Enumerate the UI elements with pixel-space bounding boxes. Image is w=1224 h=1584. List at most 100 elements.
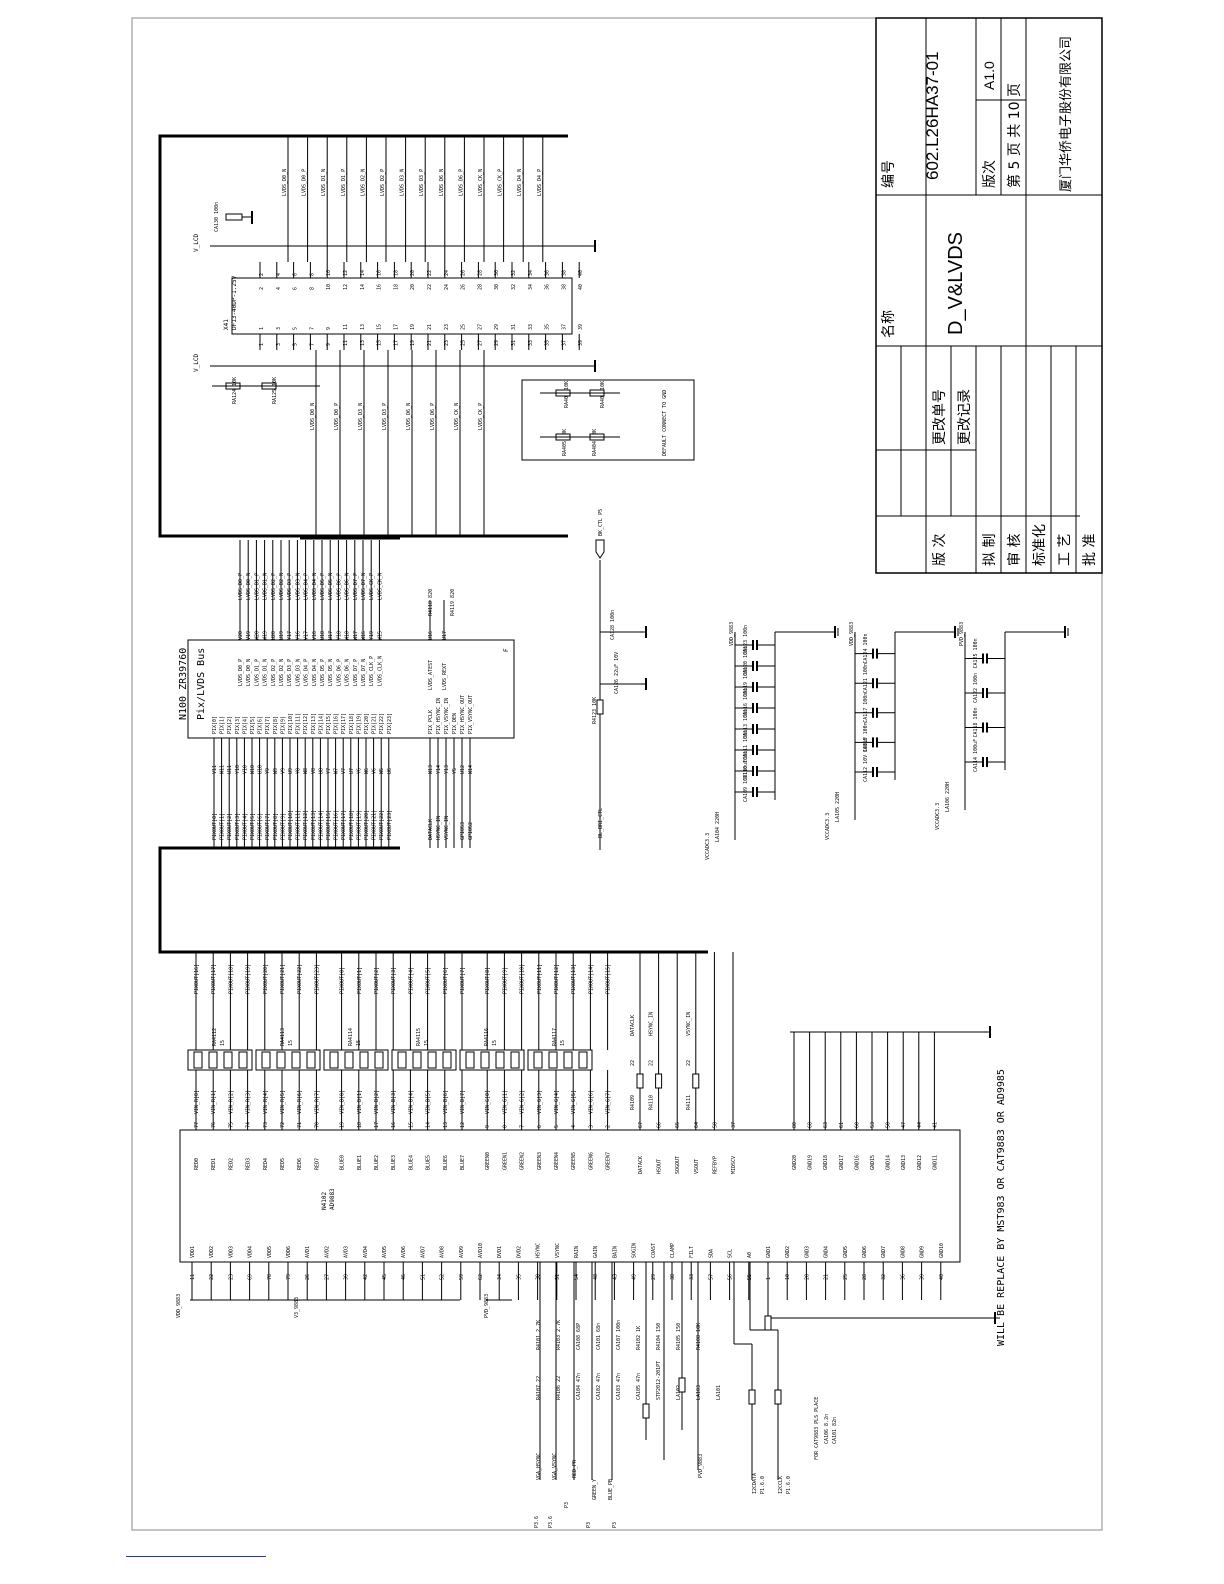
ad-rgb-num-group: 6 <box>537 1125 543 1128</box>
zr-pix-net: PIXOUT[4] <box>242 813 248 840</box>
number-value: 602.L26HA37-01 <box>923 51 942 180</box>
ad-rgb-net-group: VIN_B[3] <box>391 1090 397 1114</box>
ad-ctrl-num-group: 65 <box>675 1122 681 1128</box>
zr-pix-net-group: PIXOUT[20] <box>364 810 370 840</box>
zr-lvds-ball: U18 <box>320 631 326 640</box>
conn-even-pin-12-group: 12 <box>343 270 349 276</box>
ad-gnd-num: 50 <box>886 1122 892 1128</box>
ad-rgb-name: GREEN3 <box>537 1152 543 1170</box>
pixout-label: PIXOUT[6] <box>443 967 449 994</box>
decoupling-cap-label-group: CA111 100n <box>743 730 749 760</box>
analog-part-label-group: CA104 47n <box>576 1373 582 1400</box>
ad-gnd-num-group: 63 <box>823 1122 829 1128</box>
zr-pix-ball-group: W7 <box>334 768 340 774</box>
conn-even-pin-32-group: 32 <box>511 270 517 276</box>
analog-input-label-group: P3.6 <box>548 1516 554 1528</box>
zr-pix-ball-group: Y6 <box>356 768 362 774</box>
zr-ctrl-net: GPIO53 <box>460 822 466 840</box>
ad-chip-part: AD9883 <box>329 1188 336 1210</box>
conn-odd-pin-37-group: 37 <box>561 340 567 346</box>
conn-even-inner-14: 14 <box>360 284 366 290</box>
ad-ctrl-net: HSYNC_IN <box>649 1012 655 1036</box>
zr-pix-name: PIX[16] <box>334 713 340 734</box>
conn-even-inner-8: 8 <box>309 287 315 290</box>
zr-pix-net: PIXOUT[22] <box>379 810 385 840</box>
zr-pix-name: PIX[23] <box>387 713 393 734</box>
ad-right-num: 62 <box>478 1274 484 1280</box>
ad-right-num-group: 36 <box>900 1274 906 1280</box>
decoupling-source-group: VCCADC3.3 <box>935 803 941 830</box>
version-value: A1.0 <box>981 61 997 90</box>
conn-odd-pin-39-group: 39 <box>578 340 584 346</box>
zr-ctrl-ball: Y14 <box>436 765 442 774</box>
ad-right-name: AVD5 <box>382 1246 388 1258</box>
conn-odd-pin-3: 3 <box>276 343 282 346</box>
analog-part-label-group: R4108 10K <box>696 1323 702 1350</box>
ad-rgb-net: VIN_R[5] <box>280 1090 286 1114</box>
conn-odd-pin-1-group: 1 <box>259 343 265 346</box>
ad-rgb-name-group: BLUE0 <box>340 1155 346 1170</box>
conn-odd-pin-25: 25 <box>461 340 467 346</box>
zr-lvds-name-group: LVDS_D5_N <box>328 659 334 686</box>
conn-even-pin-28: 28 <box>477 270 483 276</box>
conn-even-inner-6-group: 6 <box>293 287 299 290</box>
ad-rgb-net-group: VIN_G[5] <box>571 1090 577 1114</box>
conn-even-inner-24-group: 24 <box>444 284 450 290</box>
zr-pix-name: PIX[21] <box>372 713 378 734</box>
zr-pix-net: PIXOUT[3] <box>235 813 241 840</box>
zr-ctrl-name: PIX_VSYNC_OUT <box>468 695 474 734</box>
ad-right-num: 28 <box>862 1274 868 1280</box>
pixout-label-group: PIXOUT[3] <box>391 967 397 994</box>
ad-rgb-net: VIN_G[0] <box>485 1090 491 1114</box>
conn-odd-inner-37-group: 37 <box>561 324 567 330</box>
decoupling-rail-label-group: PVD_9883 <box>959 622 965 646</box>
resistor-array-ref: RA4115 <box>416 1028 422 1046</box>
ad-rgb-num: 17 <box>374 1122 380 1128</box>
ad-rgb-num-group: 13 <box>443 1122 449 1128</box>
decoupling-cap-label: CA110 100n <box>743 751 749 781</box>
zr-lvds-net-group: LVDS_D1_P <box>254 573 260 600</box>
analog-input-label: BLUE_PB <box>608 1479 614 1500</box>
zr-pix-net-group: PIXOUT[4] <box>242 813 248 840</box>
zr-test-net-group: R4118 820 <box>428 589 434 616</box>
ad-ctrl-num-group: 37 <box>731 1122 737 1128</box>
resistor-element <box>291 1051 301 1069</box>
conn-top-net: LVDS_D2_P <box>380 169 386 196</box>
ad-right-num: 45 <box>382 1274 388 1280</box>
ad-right-num: 36 <box>900 1274 906 1280</box>
analog-part-label: CA102 47n <box>596 1373 602 1400</box>
pixout-label: PIXOUT[0] <box>340 967 346 994</box>
conn-bottom-net-group: LVDS_CK_P <box>478 403 484 430</box>
resistor-array-value-group: 15 <box>424 1040 430 1046</box>
ad-rgb-net: VIN_B[0] <box>340 1090 346 1114</box>
ad-rgb-num-group: 70 <box>314 1122 320 1128</box>
ad-rgb-num-group: 8 <box>502 1125 508 1128</box>
ad-ctrl-pins: 67DATACKR410922DATACLK66HSOUTR411022HSYN… <box>630 952 737 1174</box>
conn-even-pin-10: 10 <box>326 270 332 276</box>
ad-rgb-num-group: 12 <box>460 1122 466 1128</box>
ad-ctrl-resistor <box>636 1073 644 1089</box>
decoupling-rail-label: VDD_9883 <box>849 622 855 646</box>
zr-lvds-name: LVDS_D7_P <box>353 659 359 686</box>
zr-pix-name-group: PIX[12] <box>303 713 309 734</box>
decoupling-cap-label-group: CA120 100n <box>743 646 749 676</box>
ad-right-num: 57 <box>708 1274 714 1280</box>
zr-pix-ball: V7 <box>341 768 347 774</box>
zr-ctrl-ball-group: Y13 <box>444 765 450 774</box>
conn-odd-inner-15-group: 15 <box>377 324 383 330</box>
zr-lvds-name: LVDS_D0_P <box>238 659 244 686</box>
zr-pix-ball-group: U11 <box>227 765 233 774</box>
pixout-label: PIXOUT[19] <box>246 964 252 994</box>
conn-odd-inner-39-group: 39 <box>578 324 584 330</box>
conn-even-pin-14-group: 14 <box>360 270 366 276</box>
ad-rgb-num-group: 3 <box>588 1125 594 1128</box>
pixout-label: PIXOUT[2] <box>374 967 380 994</box>
ad-ctrl-net-group: HSYNC_IN <box>649 1012 655 1036</box>
decoupling-cap-label-group: CA117 100n <box>863 693 869 723</box>
zr-lvds-ball: U20 <box>271 631 277 640</box>
conn-bottom-net-group: LVDS_D3_N <box>358 403 364 430</box>
conn-even-pin-40-group: 40 <box>578 270 584 276</box>
ad-rgb-num-group: 9 <box>485 1125 491 1128</box>
